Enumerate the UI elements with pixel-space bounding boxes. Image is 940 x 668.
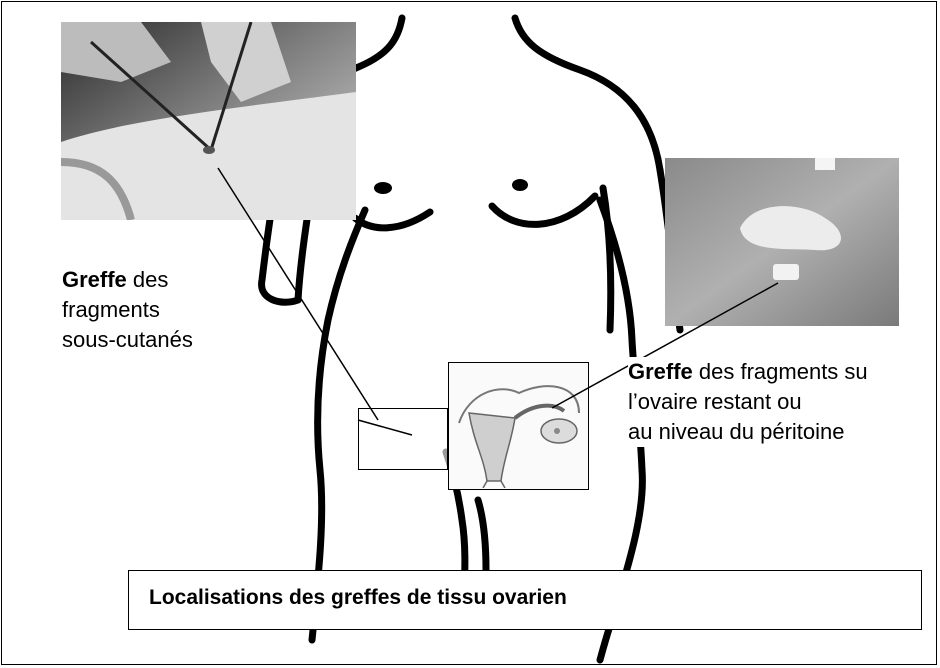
ovary-graft-label: Greffe des fragments su l’ovaire restant… bbox=[628, 357, 868, 447]
label-line2: fragments bbox=[62, 295, 193, 325]
uterus-ovary-anatomy-illustration bbox=[448, 362, 589, 490]
label-line2: l’ovaire restant ou bbox=[628, 387, 868, 417]
right-inner-arm-contour bbox=[603, 188, 611, 330]
label-line1-rest: des fragments su bbox=[693, 359, 868, 384]
right-nipple bbox=[512, 179, 528, 191]
left-nipple bbox=[374, 182, 392, 194]
subcutaneous-graft-label: Greffe des fragments sous-cutanés bbox=[62, 265, 193, 355]
caption-box: Localisations des greffes de tissu ovari… bbox=[128, 570, 922, 630]
label-line3: au niveau du péritoine bbox=[628, 417, 868, 447]
right-breast-contour bbox=[492, 196, 595, 224]
graft-emphasis: Greffe bbox=[628, 359, 693, 384]
ovarian-tissue-fragment-photo bbox=[665, 158, 899, 326]
caption-text: Localisations des greffes de tissu ovari… bbox=[149, 586, 567, 610]
subcutaneous-site-marker bbox=[358, 408, 448, 470]
label-line1-rest: des bbox=[127, 267, 169, 292]
right-shoulder-contour bbox=[515, 18, 660, 170]
inner-right-leg-contour bbox=[478, 500, 486, 570]
label-line3: sous-cutanés bbox=[62, 325, 193, 355]
right-hip-contour bbox=[600, 470, 642, 660]
graft-emphasis: Greffe bbox=[62, 267, 127, 292]
surgical-procedure-photo bbox=[61, 22, 356, 220]
